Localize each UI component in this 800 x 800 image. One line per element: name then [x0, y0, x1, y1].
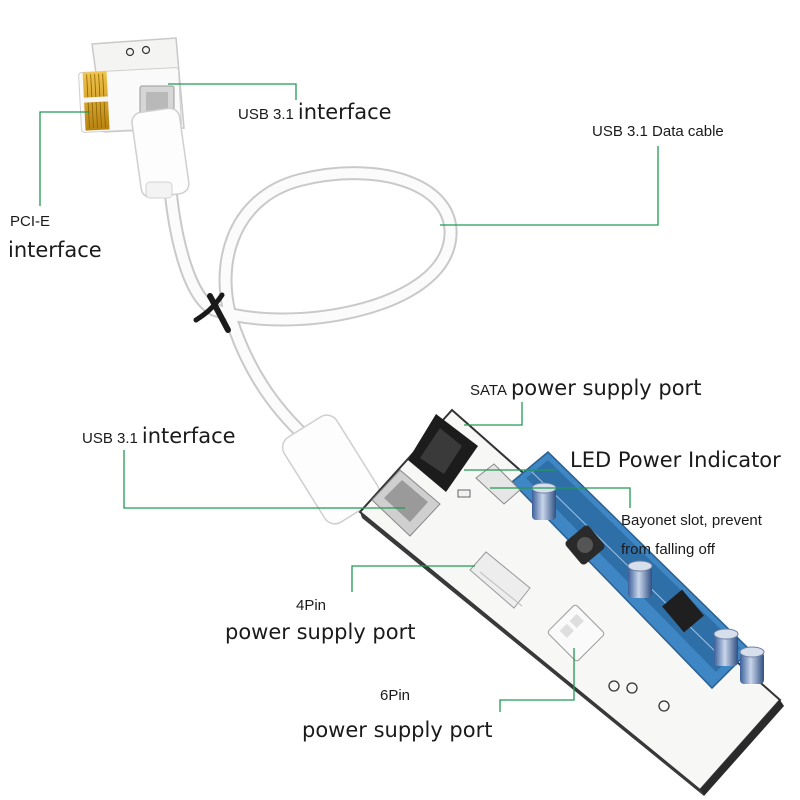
adapter-logos — [125, 45, 151, 57]
line-bayonet — [490, 487, 631, 508]
usb-plug-riser — [281, 414, 380, 525]
label-4pin-line1: 4Pin — [296, 597, 327, 614]
line-sata — [464, 402, 523, 426]
label-6pin-line2: power supply port — [302, 718, 493, 742]
gold-contacts — [82, 71, 110, 131]
label-sata-rest: power supply port — [510, 376, 702, 400]
label-usb-top-word: interface — [297, 100, 392, 124]
usb-data-cable — [163, 166, 458, 457]
inductor — [565, 525, 605, 565]
sata-connector — [408, 414, 478, 492]
label-usb-top-prefix: USB 3.1 — [238, 106, 294, 123]
riser-board — [358, 408, 784, 796]
label-usb-interface-top: USB 3.1 interface — [238, 102, 392, 123]
board-logos — [608, 680, 670, 712]
label-bayonet-line1: Bayonet slot, prevent — [621, 512, 762, 529]
line-data-cable — [440, 146, 659, 226]
line-pcie — [39, 111, 90, 206]
label-usb-interface-riser: USB 3.1 interface — [82, 426, 236, 447]
callout-lines — [39, 83, 659, 712]
label-4pin-line2: power supply port — [225, 620, 416, 644]
label-usb-riser-prefix: USB 3.1 — [82, 430, 138, 447]
line-4pin — [351, 565, 475, 592]
led-indicator — [457, 489, 471, 498]
label-bayonet-line2: from falling off — [621, 541, 715, 558]
label-led-indicator: LED Power Indicator — [570, 448, 781, 472]
label-pcie-line1: PCI-E — [10, 213, 51, 230]
usb-socket-riser — [371, 469, 441, 537]
line-6pin — [499, 648, 575, 712]
capacitors — [531, 482, 765, 684]
label-pcie-line2: interface — [8, 238, 102, 262]
label-usb-riser-word: interface — [141, 424, 236, 448]
label-sata-port: SATA power supply port — [470, 378, 701, 399]
line-usb-top — [168, 83, 297, 100]
usb-plug-top — [131, 107, 190, 199]
label-sata-prefix: SATA — [470, 382, 507, 399]
bayonet-latch — [475, 463, 521, 505]
label-6pin-line1: 6Pin — [380, 687, 411, 704]
line-usb-riser — [123, 450, 405, 509]
molex-4pin — [469, 551, 531, 609]
mosfet — [662, 589, 704, 633]
pcie-6pin — [547, 604, 605, 662]
label-data-cable: USB 3.1 Data cable — [592, 123, 724, 140]
